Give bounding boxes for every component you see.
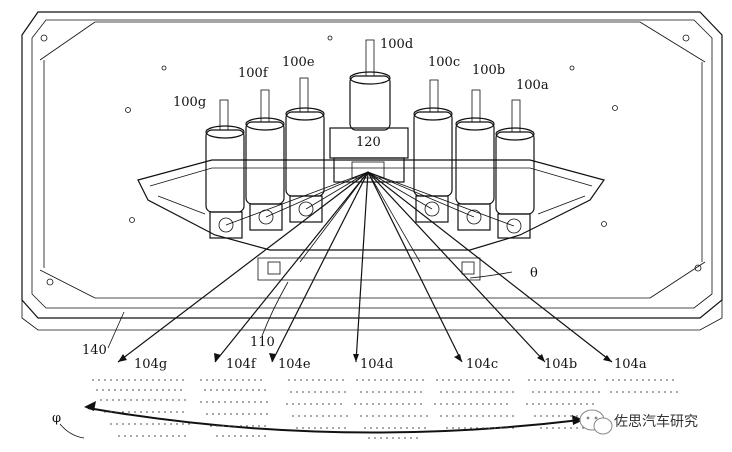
- label-emitter-100e: 100e: [282, 55, 315, 70]
- beam-104b-line: [367, 171, 546, 363]
- label-emitter-100b: 100b: [472, 63, 505, 78]
- mounting-bracket: [137, 159, 605, 281]
- beam-104e-line: [271, 171, 369, 363]
- projected-beam-pattern: [92, 379, 680, 439]
- beam-104a-line: [367, 171, 613, 363]
- emitter-100a: [495, 99, 535, 239]
- label-beam-104f: 104f: [226, 357, 257, 372]
- emitter-100d: [349, 39, 391, 131]
- hub-120: 120: [329, 127, 409, 183]
- emitter-100b: [455, 89, 495, 231]
- label-beam-104b: 104b: [544, 357, 577, 372]
- emitter-100f: [245, 89, 285, 231]
- label-beam-104a: 104a: [614, 357, 647, 372]
- leader-lines: [59, 271, 513, 439]
- label-emitter-100c: 100c: [428, 55, 460, 70]
- beam-104c-line: [367, 171, 463, 363]
- label-emitter-100a: 100a: [516, 78, 549, 93]
- label-beam-104g: 104g: [134, 357, 167, 372]
- label-emitter-100f: 100f: [238, 66, 269, 81]
- watermark-text: 佐思汽车研究: [614, 413, 698, 430]
- rotation-arc: [84, 401, 584, 434]
- frame-plate: [21, 11, 723, 331]
- emitter-100e: [285, 77, 325, 223]
- label-frame-140: 140: [82, 343, 107, 358]
- wechat-logo-icon: [579, 409, 613, 435]
- beam-lines: [117, 171, 613, 363]
- beam-104d-line: [355, 171, 369, 363]
- label-base-110: 110: [250, 335, 275, 350]
- label-emitter-100d: 100d: [380, 37, 413, 52]
- label-emitter-100g: 100g: [173, 95, 206, 110]
- watermark: 佐思汽车研究: [579, 409, 698, 435]
- beam-104g-line: [117, 171, 369, 363]
- label-hub: 120: [356, 135, 381, 150]
- emitter-cylinders: [205, 39, 535, 239]
- label-beam-104c: 104c: [466, 357, 498, 372]
- label-phi: φ: [52, 411, 61, 426]
- figure-labels: 100a 100b 100c 100d 100e 100f 100g 104g …: [52, 37, 647, 426]
- beam-104f-line: [214, 171, 369, 363]
- label-theta: θ: [530, 266, 538, 281]
- label-beam-104e: 104e: [278, 357, 311, 372]
- emitter-100g: [205, 99, 245, 239]
- label-beam-104d: 104d: [360, 357, 393, 372]
